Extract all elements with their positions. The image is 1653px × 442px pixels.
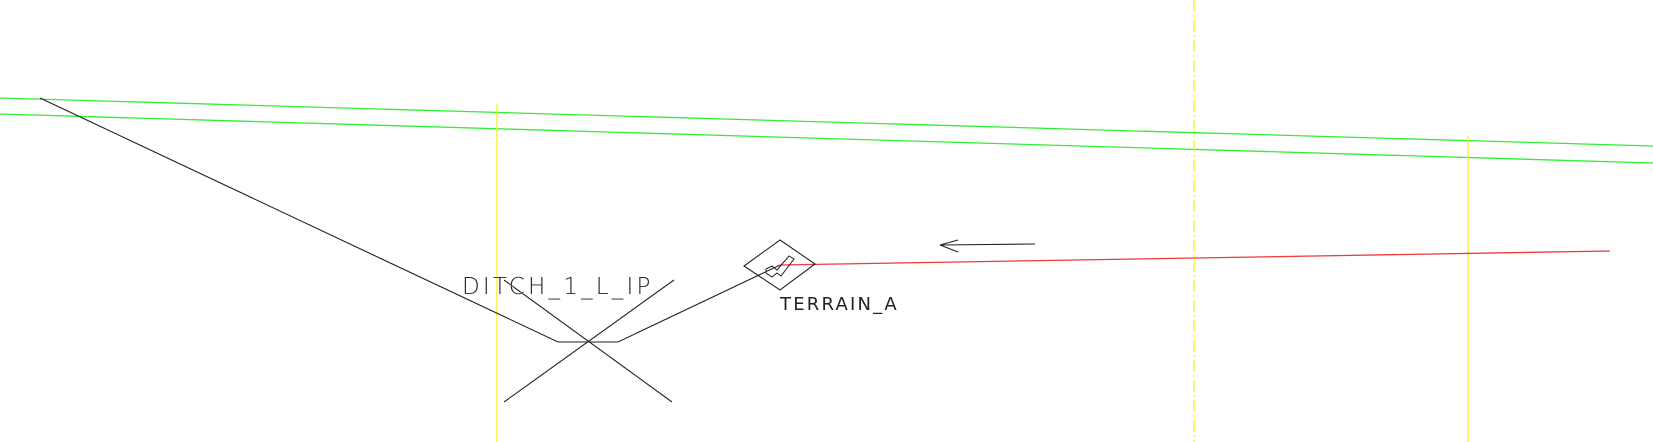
direction-arrow-left-icon[interactable] [939,239,1036,253]
alignment-edge-upper[interactable] [0,97,1653,147]
ditch-label[interactable]: DITCH_1_L_IP [462,274,654,301]
ditch-ip-x-marker[interactable] [503,279,675,403]
terrain-line[interactable] [779,250,1611,266]
ditch-profile[interactable] [39,97,781,343]
check-glyph-icon [765,255,795,278]
alignment-edge-lower[interactable] [0,113,1653,164]
terrain-point-diamond-icon[interactable] [743,239,816,291]
terrain-label[interactable]: TERRAIN_A [779,294,899,316]
